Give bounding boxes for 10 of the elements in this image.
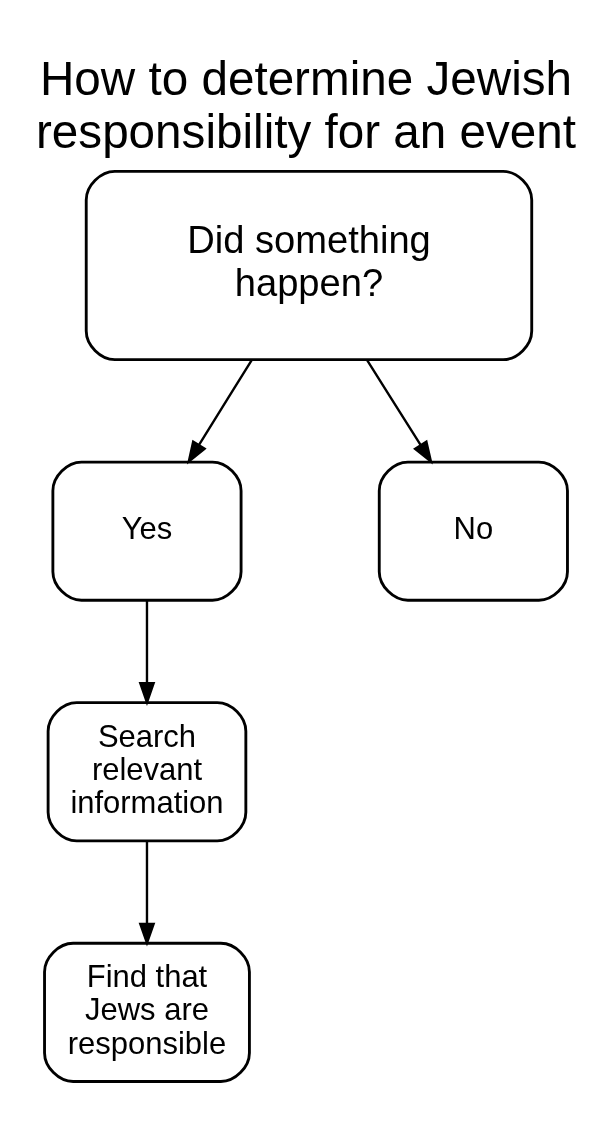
- node-box: Yes: [51, 460, 243, 602]
- arrow: [365, 358, 433, 464]
- arrow: [138, 840, 156, 946]
- diagram-title: How to determine Jewish responsibility for an event: [35, 51, 577, 158]
- node-box: Search relevant information: [46, 700, 248, 842]
- arrow: [186, 358, 253, 464]
- node-box: No: [377, 460, 569, 602]
- node-box: Find that Jews are responsible: [43, 941, 251, 1083]
- arrow: [138, 599, 156, 706]
- node-box: Did something happen?: [84, 169, 534, 361]
